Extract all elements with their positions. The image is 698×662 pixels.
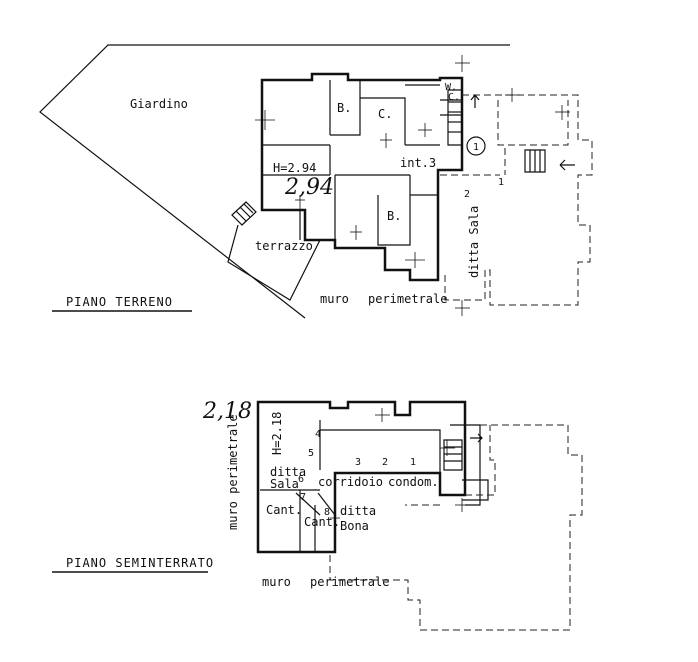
adjoining-dashed-upper bbox=[440, 94, 593, 306]
label-n7: 7 bbox=[300, 492, 306, 503]
label-muro-perimetrale-vertical: muro perimetrale bbox=[226, 414, 240, 530]
label-num-2-upper: 2 bbox=[464, 189, 470, 200]
adjoining-dashed-lower bbox=[329, 424, 583, 631]
label-terrace: terrazzo bbox=[255, 239, 313, 253]
label-height-upper: H=2.94 bbox=[273, 161, 316, 175]
lower-plan: 2,18 H=2.18 muro perimetrale ditta Sala … bbox=[52, 399, 583, 631]
upper-crosses bbox=[255, 55, 570, 316]
stair-circle bbox=[466, 136, 486, 156]
building-outline bbox=[260, 72, 464, 282]
label-n5: 5 bbox=[308, 448, 314, 459]
label-cant-1: Cant. bbox=[266, 503, 302, 517]
label-height-handwritten-upper: 2,94 bbox=[284, 175, 334, 200]
label-condom: condom. bbox=[388, 475, 439, 489]
label-interior: int.3 bbox=[400, 156, 436, 170]
title-piano-seminterrato: PIANO SEMINTERRATO bbox=[66, 556, 214, 570]
label-ditta-bona-1: ditta bbox=[340, 504, 376, 518]
label-n3: 3 bbox=[355, 457, 361, 468]
label-stair-circle: 1 bbox=[473, 142, 479, 153]
label-bath-2: B. bbox=[387, 209, 401, 223]
label-wc: W. bbox=[445, 82, 457, 93]
label-perimetrale-upper: perimetrale bbox=[368, 292, 447, 306]
label-height-handwritten-lower: 2,18 bbox=[202, 399, 252, 424]
label-cant-2: Cant. bbox=[304, 515, 340, 529]
label-muro-upper: muro bbox=[320, 292, 349, 306]
garden-boundary bbox=[39, 44, 510, 319]
label-giardino: Giardino bbox=[130, 97, 188, 111]
label-num-1-upper: 1 bbox=[498, 177, 504, 188]
label-n1: 1 bbox=[410, 457, 416, 468]
label-ditta-sala-upper: ditta Sala bbox=[467, 206, 481, 278]
label-kitchen: C. bbox=[378, 107, 392, 121]
label-bath-1: B. bbox=[337, 101, 351, 115]
interior-walls bbox=[262, 80, 462, 246]
label-n4: 4 bbox=[315, 429, 321, 440]
upper-plan: Giardino B. C. W. C. H=2.94 2,94 int.3 B… bbox=[39, 44, 593, 319]
lower-crosses bbox=[330, 408, 470, 528]
basement-interior-walls bbox=[260, 420, 465, 552]
label-ditta-lower: ditta bbox=[270, 465, 306, 479]
label-n6: 6 bbox=[298, 474, 304, 485]
label-height-lower: H=2.18 bbox=[270, 412, 284, 455]
arrow-icon-lower bbox=[470, 433, 483, 443]
label-n2: 2 bbox=[382, 457, 388, 468]
label-wc-c: C. bbox=[448, 92, 460, 103]
label-n8: 8 bbox=[324, 507, 330, 518]
label-corridoio: corridoio bbox=[318, 475, 383, 489]
terrace-outline bbox=[227, 224, 321, 301]
stairs-upper bbox=[231, 89, 546, 226]
label-ditta-bona-2: Bona bbox=[340, 519, 369, 533]
basement-outline bbox=[256, 400, 467, 554]
arrow-icons-upper bbox=[470, 94, 575, 171]
label-muro-lower: muro bbox=[262, 575, 291, 589]
title-piano-terreno: PIANO TERRENO bbox=[66, 295, 173, 309]
label-perimetrale-lower: perimetrale bbox=[310, 575, 389, 589]
label-sala-lower: Sala bbox=[270, 477, 299, 491]
